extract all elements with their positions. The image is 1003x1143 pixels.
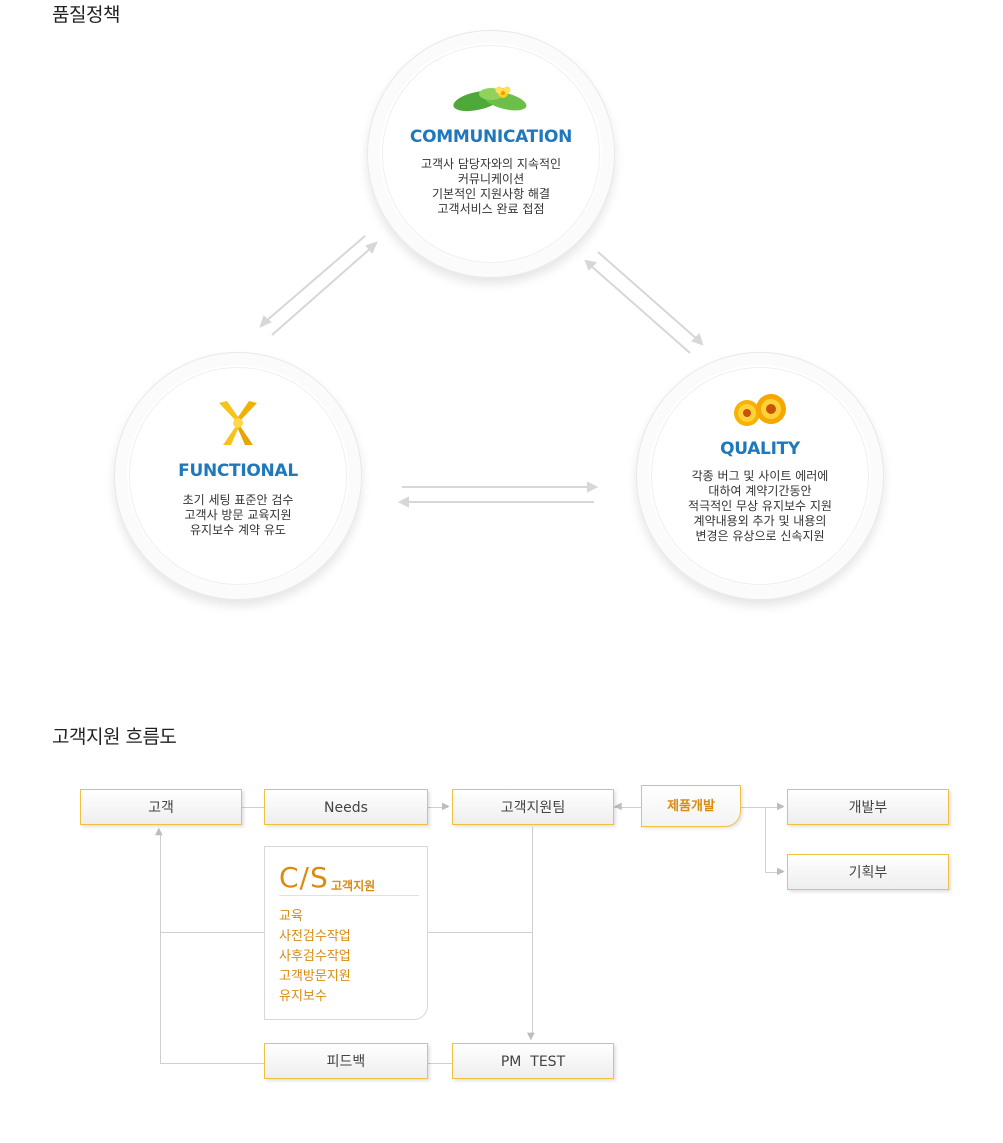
- cs-panel: C/S 고객지원 교육 사전검수작업 사후검수작업 고객방문지원 유지보수: [264, 846, 428, 1020]
- arrow-left-icon: ◀: [614, 801, 622, 812]
- communication-circle: COMMUNICATION 고객사 담당자와의 지속적인 커뮤니케이션 기본적인…: [367, 30, 615, 278]
- dev-dept-box: 개발부: [787, 789, 949, 825]
- flow-line: [765, 872, 783, 873]
- communication-line: 커뮤니케이션: [457, 172, 525, 186]
- arrow-right-icon: ▶: [777, 801, 785, 812]
- arrow-right-icon: ▶: [442, 801, 450, 812]
- cs-item: 교육: [279, 909, 303, 924]
- quality-circle: QUALITY 각종 버그 및 사이트 에러에 대하여 계약기간동안 적극적인 …: [636, 352, 884, 600]
- functional-circle: FUNCTIONAL 초기 세팅 표준안 검수 고객사 방문 교육지원 유지보수…: [114, 352, 362, 600]
- quality-line: 변경은 유상으로 신속지원: [695, 529, 825, 543]
- communication-line: 고객사 담당자와의 지속적인: [420, 157, 562, 171]
- circle-inner-ring: [382, 45, 600, 263]
- quality-description: 각종 버그 및 사이트 에러에 대하여 계약기간동안 적극적인 무상 유지보수 …: [657, 469, 863, 544]
- pm-test-box: PM TEST: [452, 1043, 614, 1079]
- flow-line: [160, 932, 264, 933]
- ribbon-bow-icon: [219, 401, 257, 445]
- quality-line: 계약내용외 추가 및 내용의: [693, 514, 827, 528]
- functional-line: 초기 세팅 표준안 검수: [182, 493, 294, 507]
- cs-divider: [279, 895, 419, 896]
- flow-line: [160, 1063, 264, 1064]
- functional-line: 유지보수 계약 유도: [190, 523, 286, 537]
- communication-line: 기본적인 지원사항 해결: [431, 187, 551, 201]
- functional-description: 초기 세팅 표준안 검수 고객사 방문 교육지원 유지보수 계약 유도: [135, 493, 341, 538]
- support-flow-title: 고객지원 흐름도: [52, 726, 177, 748]
- cs-item: 유지보수: [279, 989, 327, 1004]
- flow-line: [765, 807, 766, 872]
- leaf-flower-icon: [453, 86, 527, 112]
- needs-box: Needs: [264, 789, 428, 825]
- flow-line: [160, 832, 161, 1063]
- support-team-box: 고객지원팀: [452, 789, 614, 825]
- circle-inner-ring: [129, 367, 347, 585]
- cs-item: 사후검수작업: [279, 949, 351, 964]
- communication-heading: COMMUNICATION: [409, 127, 573, 147]
- quality-policy-title: 품질정책: [52, 4, 120, 26]
- flow-line: [532, 827, 533, 1035]
- quality-line: 대하여 계약기간동안: [708, 484, 812, 498]
- communication-description: 고객사 담당자와의 지속적인 커뮤니케이션 기본적인 지원사항 해결 고객서비스…: [388, 157, 594, 217]
- feedback-box: 피드백: [264, 1043, 428, 1079]
- flow-line: [428, 807, 448, 808]
- cs-item-list: 교육 사전검수작업 사후검수작업 고객방문지원 유지보수: [279, 907, 351, 1007]
- quality-line: 적극적인 무상 유지보수 지원: [688, 499, 832, 513]
- functional-line: 고객사 방문 교육지원: [184, 508, 292, 522]
- cs-item: 사전검수작업: [279, 929, 351, 944]
- quality-heading: QUALITY: [720, 439, 800, 459]
- planning-dept-box: 기획부: [787, 854, 949, 890]
- flow-line: [741, 807, 783, 808]
- arrow-right-icon: ▶: [777, 866, 785, 877]
- flow-line: [614, 807, 641, 808]
- customer-box: 고객: [80, 789, 242, 825]
- flow-line: [242, 807, 264, 808]
- flow-line: [428, 1063, 452, 1064]
- cs-subtitle: 고객지원: [331, 879, 376, 893]
- arrow-up-icon: ▲: [155, 826, 163, 837]
- cs-item: 고객방문지원: [279, 969, 351, 984]
- flow-line: [428, 932, 532, 933]
- quality-line: 각종 버그 및 사이트 에러에: [691, 469, 829, 483]
- product-dev-tag: 제품개발: [641, 785, 741, 827]
- cs-title: C/S: [279, 861, 329, 894]
- arrow-down-icon: ▼: [527, 1031, 535, 1042]
- functional-heading: FUNCTIONAL: [178, 461, 298, 481]
- communication-line: 고객서비스 완료 접점: [437, 202, 545, 216]
- orange-flowers-icon: [734, 394, 786, 426]
